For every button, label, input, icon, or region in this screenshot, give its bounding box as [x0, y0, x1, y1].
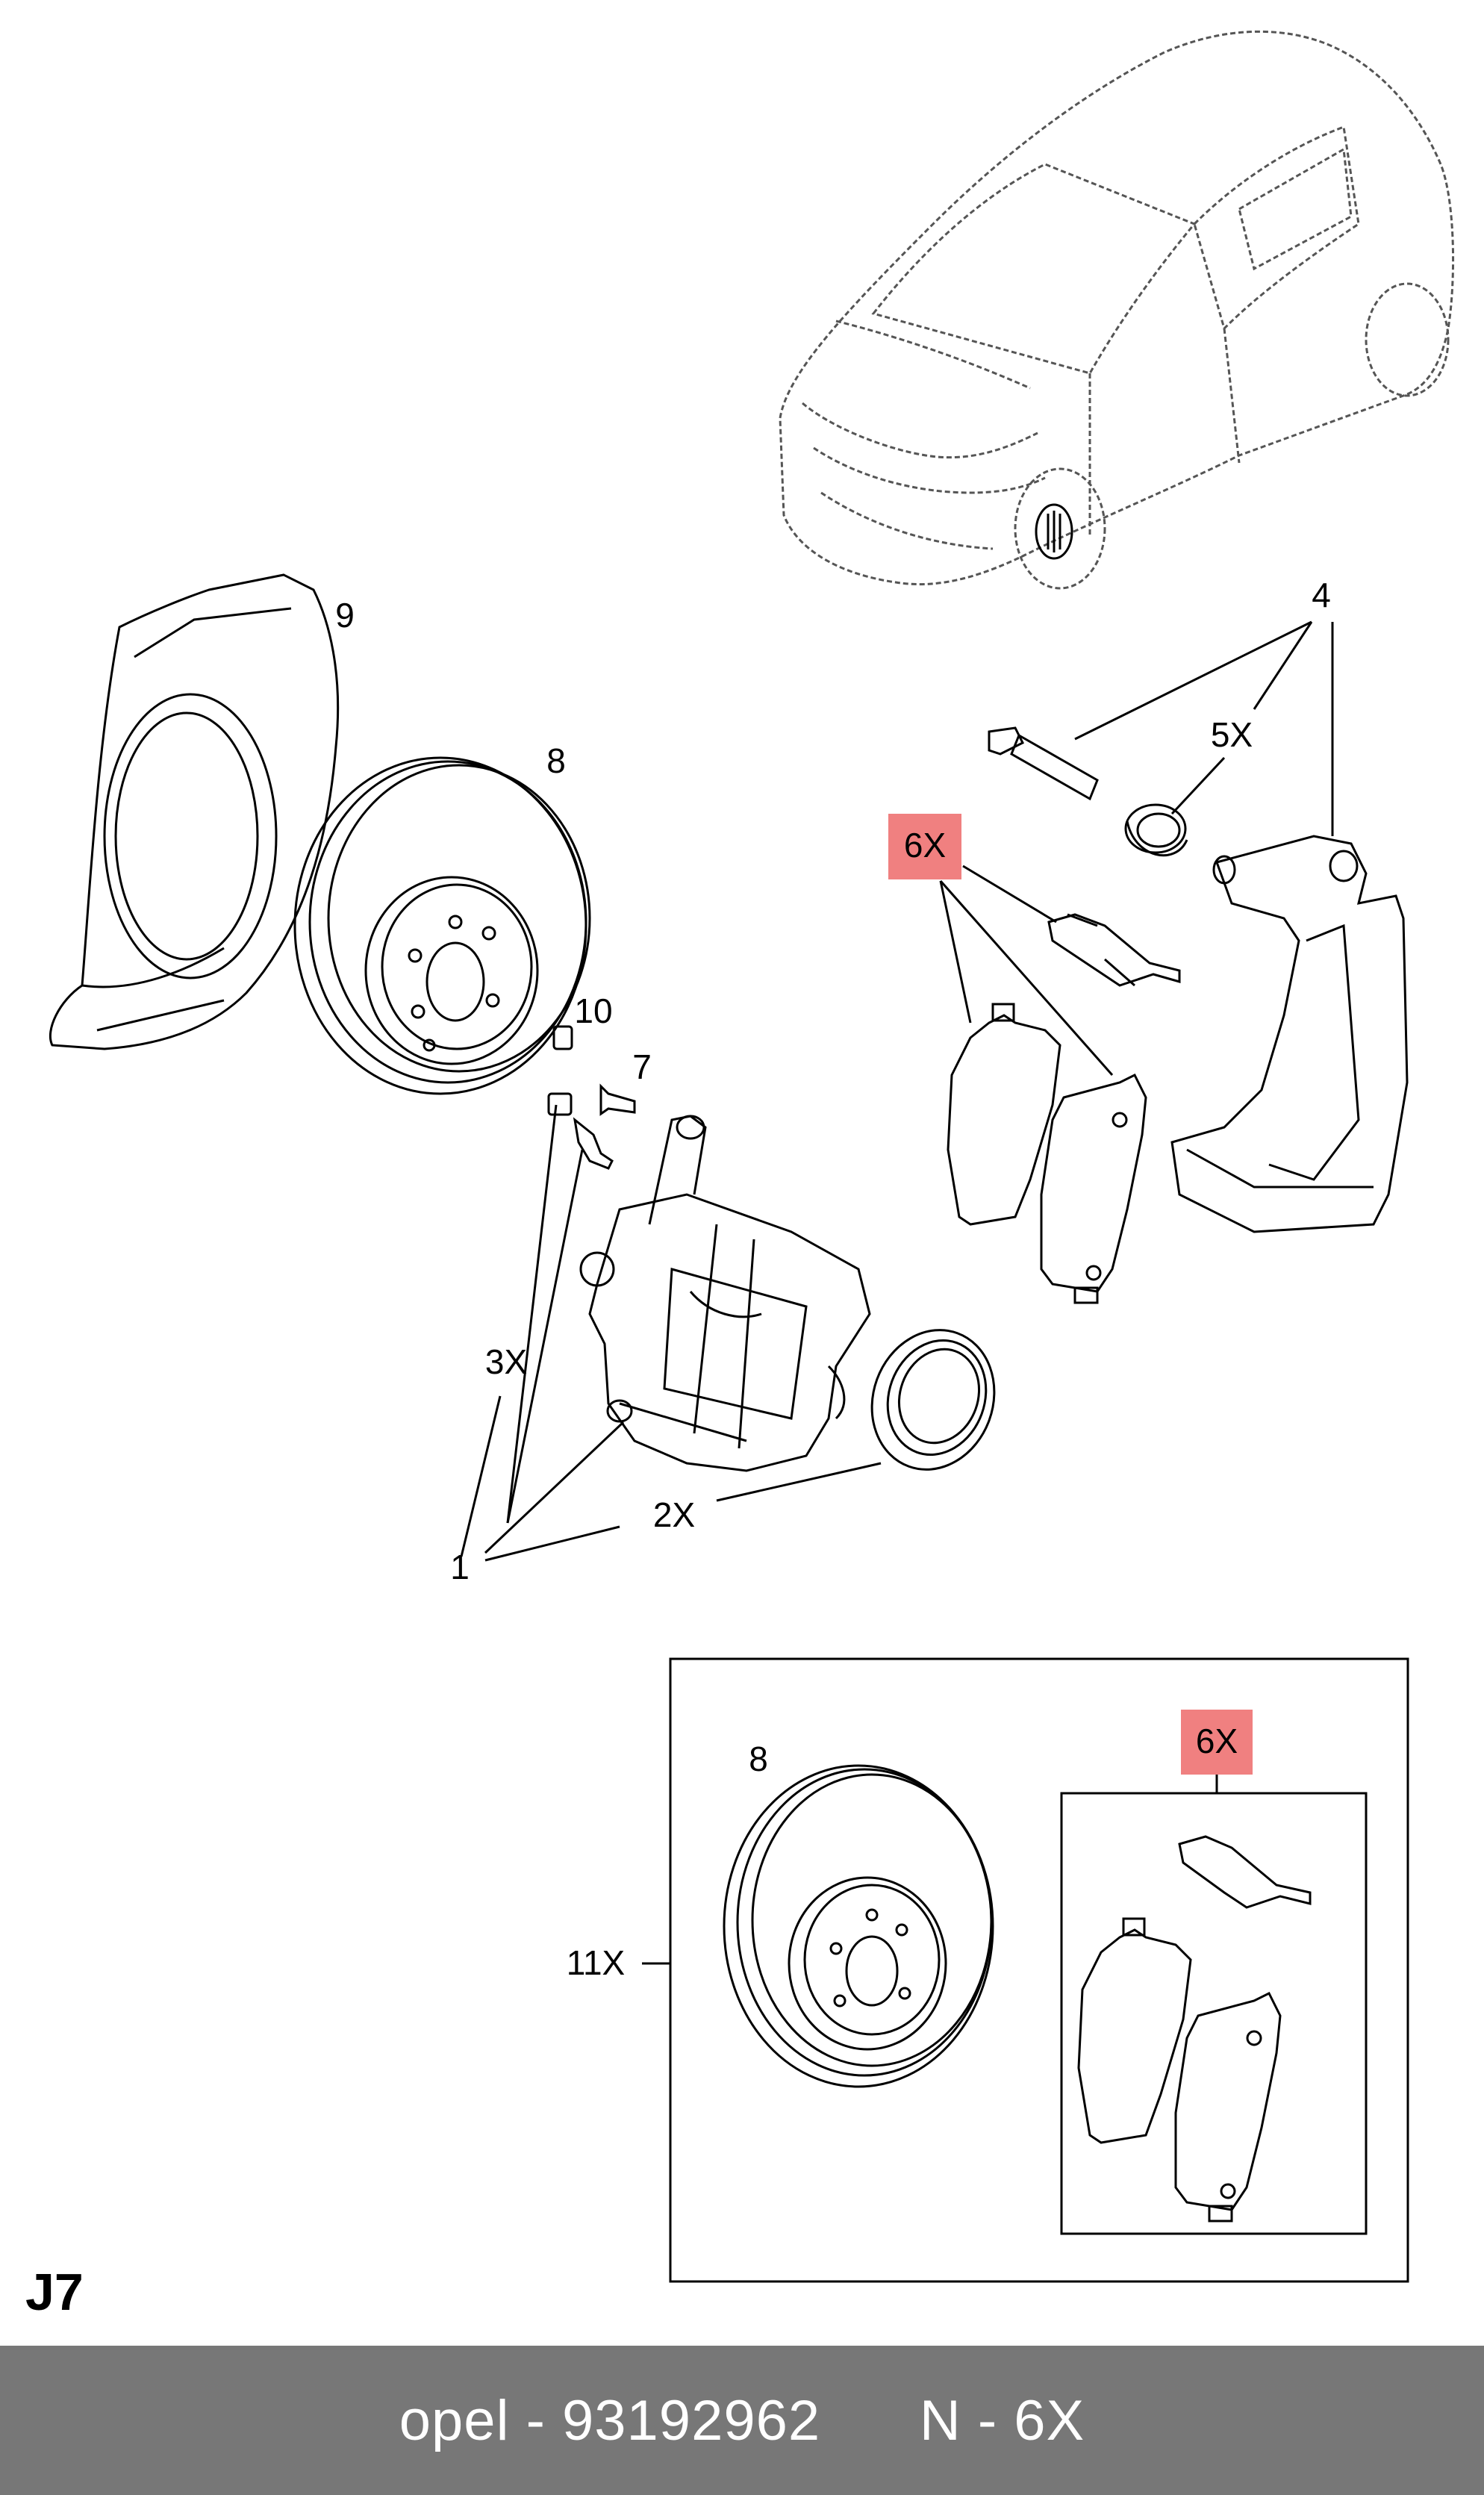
- guide-pin-boot: [1124, 803, 1188, 857]
- caliper-carrier: [1170, 835, 1409, 1233]
- page-code: J7: [25, 2263, 84, 2321]
- kit-brake-pads: [1077, 1917, 1282, 2223]
- footer-sep: -: [509, 2388, 562, 2452]
- small-hardware: [547, 1025, 636, 1170]
- label-guide-boot: 5X: [1211, 715, 1253, 754]
- car-illustration: [779, 30, 1455, 590]
- label-carrier: 4: [1312, 576, 1331, 614]
- pad-kit-highlight: [888, 814, 961, 879]
- footer-note: N - 6X: [919, 2388, 1085, 2452]
- label-screw: 10: [574, 991, 612, 1030]
- brake-disc: [293, 756, 591, 1095]
- pad-anti-rattle-clip: [1047, 913, 1181, 987]
- brake-pad-outer: [1040, 1073, 1147, 1304]
- footer-bar: opel - 93192962 N - 6X: [0, 2346, 1484, 2495]
- label-pad-kit: 6X: [904, 826, 946, 865]
- footer-brand: opel: [399, 2388, 510, 2452]
- car-front-wheel-marker: [1035, 503, 1073, 560]
- label-disc: 8: [546, 741, 566, 780]
- label-kit-qty: 11X: [567, 1943, 625, 1982]
- label-kit-disc: 8: [749, 1739, 768, 1778]
- label-bolt: 7: [632, 1047, 652, 1086]
- kit-brake-disc: [723, 1764, 994, 2088]
- brake-caliper: [579, 1115, 871, 1472]
- piston-seal: [870, 1329, 996, 1471]
- label-piston-seal: 2X: [653, 1495, 695, 1534]
- kit-inset-frame: [669, 1657, 1409, 2283]
- label-kit-pad: 6X: [1196, 1722, 1238, 1760]
- footer-gap: [820, 2388, 920, 2453]
- label-bleeder: 3X: [485, 1342, 527, 1381]
- label-splash-shield: 9: [335, 596, 355, 635]
- kit-pad-highlight: [1181, 1710, 1253, 1775]
- leader-lines: [460, 620, 1334, 1965]
- kit-pad-clip: [1178, 1835, 1312, 1909]
- guide-pin: [988, 726, 1099, 801]
- label-caliper: 1: [450, 1548, 470, 1586]
- brake-pad-inner: [947, 1003, 1061, 1226]
- footer-part-number: 93192962: [562, 2388, 821, 2452]
- splash-shield: [49, 573, 340, 1050]
